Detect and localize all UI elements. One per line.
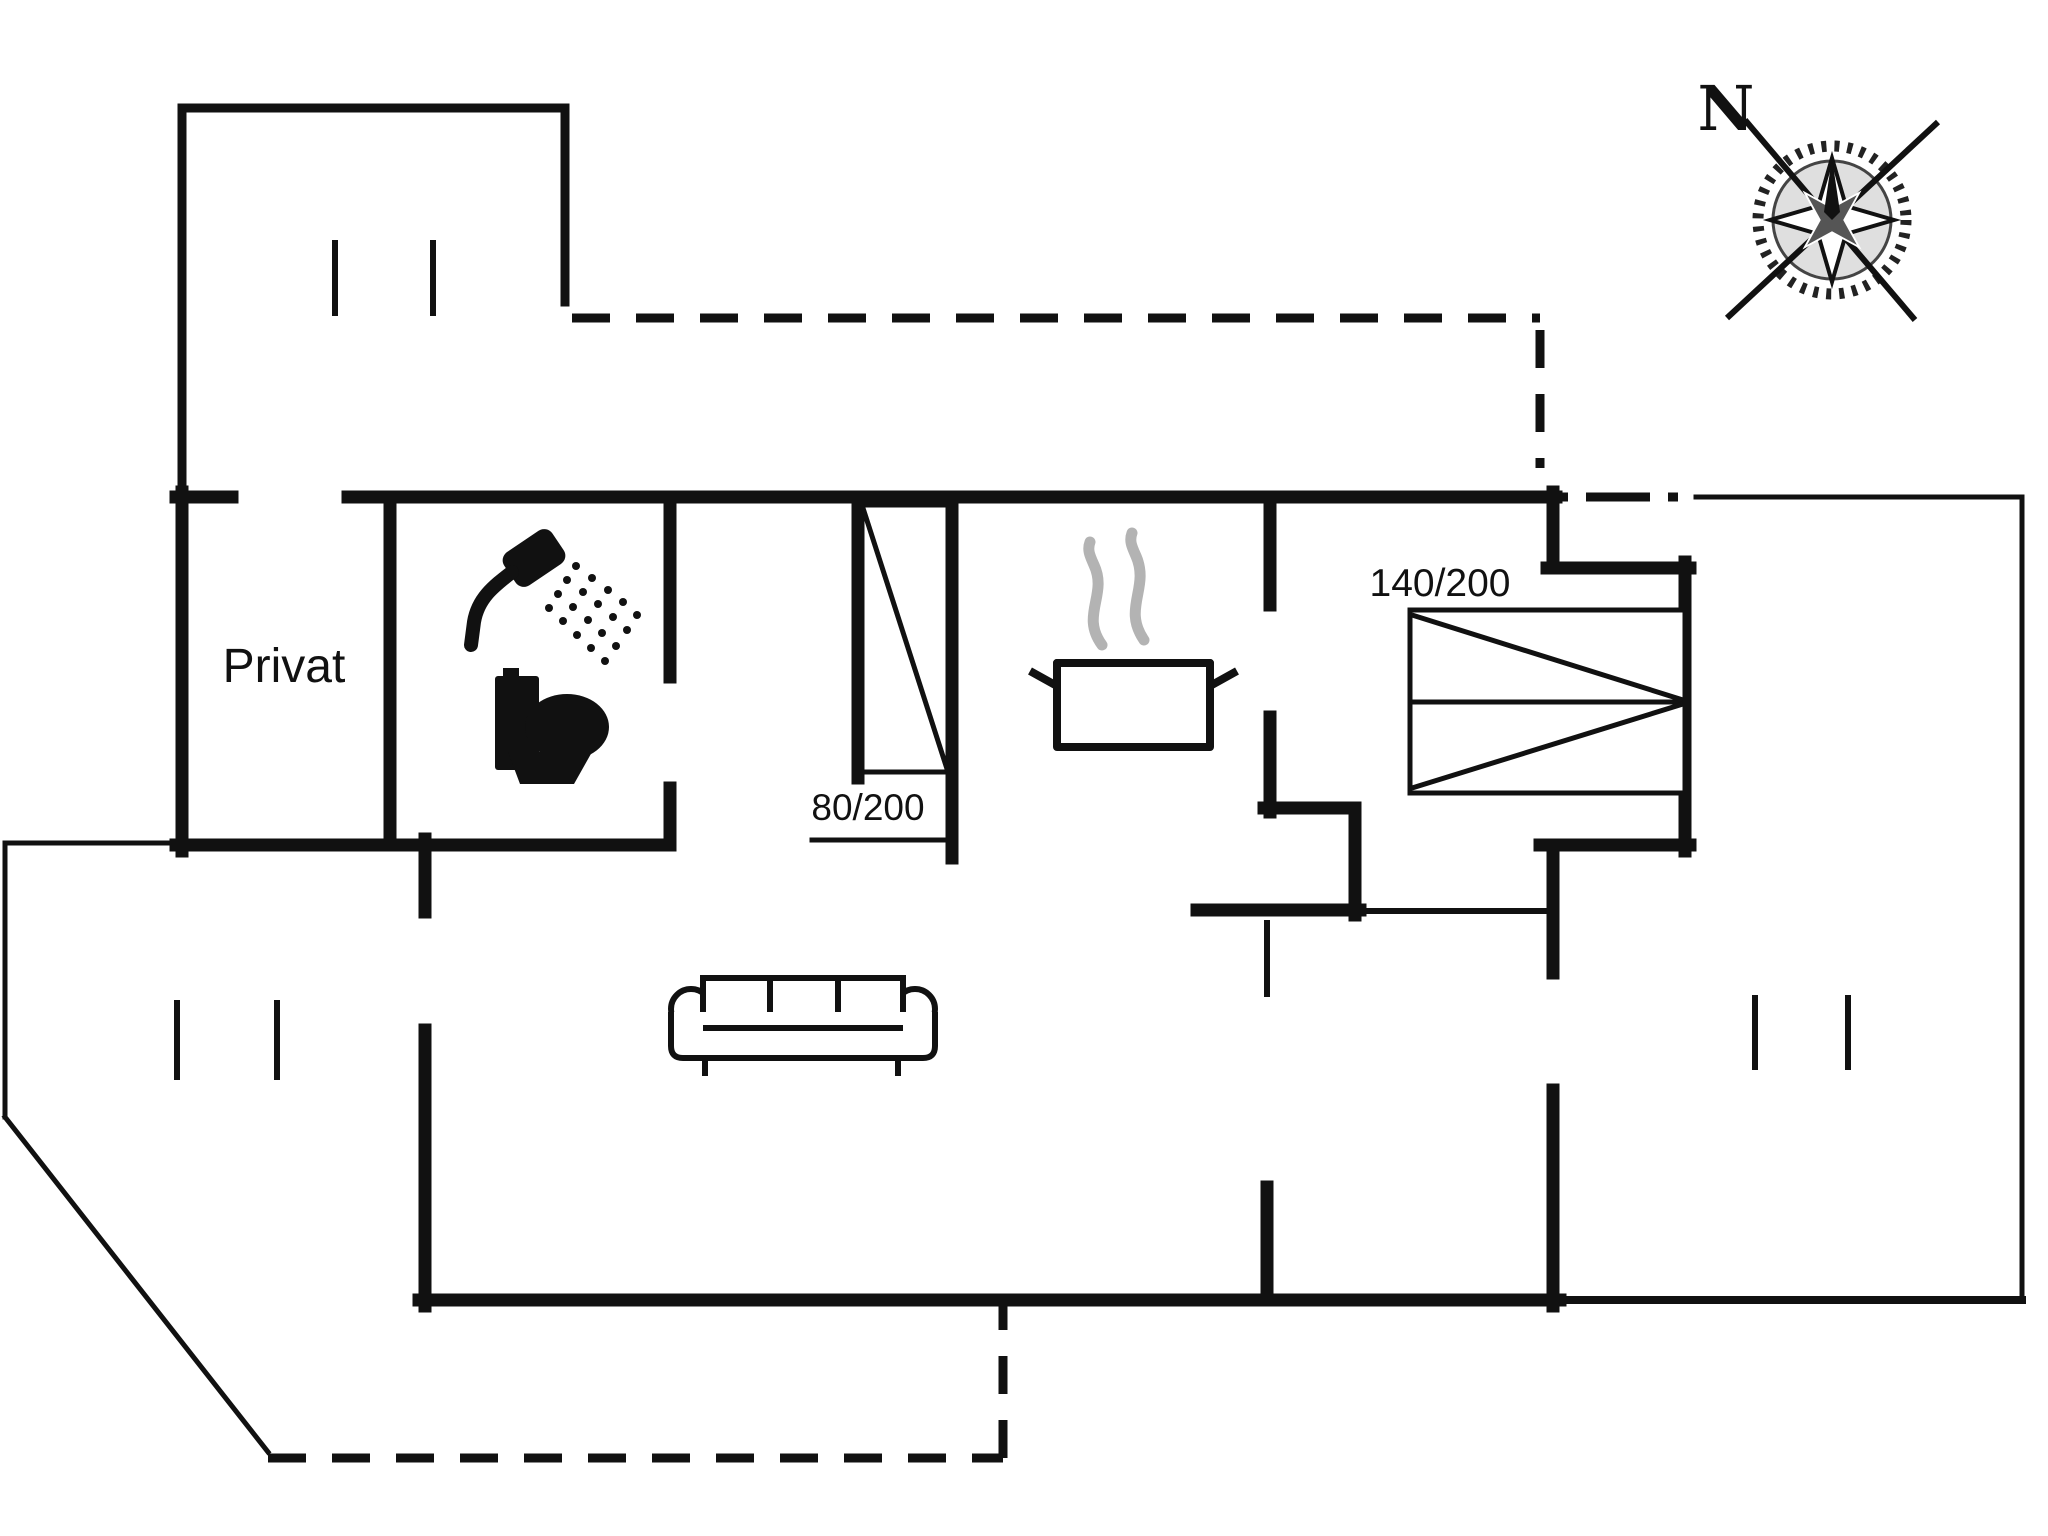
single-bed-size-label: 80/200 bbox=[811, 787, 924, 828]
compass-rose-icon bbox=[1724, 118, 1941, 322]
sofa-icon bbox=[668, 975, 938, 1076]
steaming-pot-icon bbox=[1028, 527, 1239, 751]
interior-walls bbox=[169, 490, 1553, 1307]
toilet-icon bbox=[495, 668, 609, 784]
terrace-diagonal-edge bbox=[1, 1113, 272, 1456]
private-room-label: Privat bbox=[223, 640, 346, 693]
bottom-terrace-dashed-outline bbox=[268, 1302, 1008, 1463]
double-bed-symbol bbox=[1407, 607, 1688, 796]
shower-icon bbox=[464, 529, 641, 665]
upper-terrace-dashed-outline bbox=[572, 313, 1694, 502]
shower-spray-dots bbox=[545, 562, 641, 665]
left-terrace-outline bbox=[1, 840, 280, 1456]
compass-north-label: N bbox=[1698, 72, 1755, 145]
single-bed-symbol bbox=[859, 502, 951, 775]
right-terrace-outline bbox=[1549, 494, 2026, 1304]
annex-walls bbox=[177, 103, 570, 498]
double-bed-size-label: 140/200 bbox=[1370, 562, 1511, 605]
